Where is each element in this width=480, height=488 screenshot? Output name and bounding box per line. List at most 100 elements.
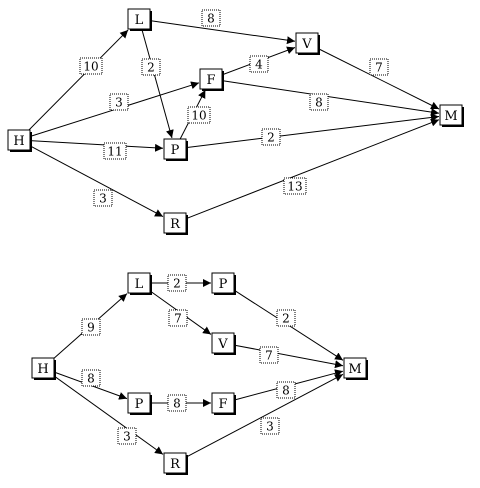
node-box <box>127 392 151 414</box>
edges <box>28 20 440 220</box>
edge-weight-label: 3 <box>109 93 129 111</box>
edge-weight-box <box>261 128 281 146</box>
node-box <box>31 357 55 379</box>
edge-weights: 9 2 7 2 7 8 8 8 3 3 <box>81 274 296 445</box>
edge-weight-label: 10 <box>79 57 103 75</box>
node-r: R <box>163 452 188 475</box>
edge-weight-text: 7 <box>375 61 383 75</box>
node-h: H <box>31 357 56 380</box>
edge-weight-label: 2 <box>276 309 296 327</box>
edge-weight-text: 13 <box>287 180 302 194</box>
edge-weight-label: 2 <box>261 128 281 146</box>
node-v: V <box>211 332 236 355</box>
node-label: M <box>348 362 361 377</box>
node-p: P <box>211 272 236 295</box>
edge-f-to-m <box>221 80 440 116</box>
edge-weight-label: 4 <box>249 55 269 73</box>
node-box <box>127 8 151 30</box>
node-label: V <box>301 37 312 52</box>
edge-weight-text: 4 <box>255 58 263 72</box>
node-box <box>7 129 31 151</box>
edge-weight-box <box>109 93 129 111</box>
node-box <box>295 32 319 54</box>
node-label: F <box>218 397 227 412</box>
node-label: H <box>13 134 24 149</box>
edge-weight-text: 2 <box>267 131 275 145</box>
edge-weight-label: 13 <box>283 177 307 195</box>
edge-weight-label: 10 <box>187 106 211 124</box>
edge-weight-box <box>93 189 113 207</box>
edge-weight-box <box>309 93 329 111</box>
edge-r-to-m <box>185 118 440 220</box>
edge-l-to-p <box>141 28 174 139</box>
edge-weight-label: 3 <box>117 427 137 445</box>
edge-weight-box <box>283 177 307 195</box>
nodes: H L F V P R M <box>7 8 464 235</box>
node-label: L <box>135 13 144 28</box>
edge-weight-label: 8 <box>81 369 101 387</box>
node-m: M <box>439 104 464 127</box>
node-label: P <box>219 277 228 292</box>
edge-weight-box <box>167 274 187 292</box>
edge-weight-box <box>260 417 280 435</box>
edge-weight-box <box>81 369 101 387</box>
node-box <box>211 332 235 354</box>
edge-weight-text: 2 <box>282 312 290 326</box>
node-p: P <box>163 138 188 161</box>
node-label: R <box>170 217 181 232</box>
edge-weight-label: 11 <box>103 142 127 160</box>
edge-weight-box <box>276 381 296 399</box>
edge-weight-box <box>117 427 137 445</box>
node-box <box>163 212 187 234</box>
node-label: P <box>135 397 144 412</box>
edge-weight-label: 8 <box>276 381 296 399</box>
edge-weight-text: 3 <box>115 96 123 110</box>
edge-weight-text: 7 <box>265 349 273 363</box>
nodes: H L P V P F R M <box>31 272 368 475</box>
node-v: V <box>295 32 320 55</box>
edge-weight-text: 8 <box>207 12 215 26</box>
edge-weight-text: 9 <box>87 321 95 335</box>
node-p: P <box>127 392 152 415</box>
edge-h-to-r <box>53 375 164 455</box>
node-box <box>211 392 235 414</box>
edge-weight-label: 3 <box>260 417 280 435</box>
edge-weight-box <box>167 394 187 412</box>
edge-weight-text: 10 <box>191 109 206 123</box>
edge-weight-box <box>79 57 103 75</box>
edge-weight-label: 8 <box>201 9 221 27</box>
edge-v-to-m <box>233 344 344 369</box>
edge-weight-text: 2 <box>173 277 181 291</box>
edge-weight-text: 10 <box>83 60 98 74</box>
node-box <box>127 272 151 294</box>
edge-weight-box <box>103 142 127 160</box>
edge-weight-label: 2 <box>141 58 161 76</box>
node-h: H <box>7 129 32 152</box>
node-f: F <box>199 68 224 91</box>
node-box <box>439 104 463 126</box>
edge-weight-text: 11 <box>107 145 122 159</box>
node-label: V <box>217 337 228 352</box>
edge-weight-box <box>141 58 161 76</box>
edge-weight-text: 8 <box>282 384 290 398</box>
edge-weight-text: 7 <box>174 312 182 326</box>
edge-weight-label: 8 <box>167 394 187 412</box>
edge-weight-label: 7 <box>259 346 279 364</box>
edge-weight-box <box>187 106 211 124</box>
node-label: R <box>170 457 181 472</box>
node-label: P <box>171 143 180 158</box>
edge-weight-label: 3 <box>93 189 113 207</box>
node-l: L <box>127 272 152 295</box>
edge-weight-text: 3 <box>123 430 131 444</box>
edge-h-to-l <box>28 29 129 131</box>
edge-weight-box <box>81 318 101 336</box>
node-box <box>343 357 367 379</box>
edge-weight-box <box>259 346 279 364</box>
edge-weight-box <box>276 309 296 327</box>
node-box <box>163 138 187 160</box>
edge-weight-label: 9 <box>81 318 101 336</box>
edge-weight-text: 2 <box>147 61 155 75</box>
